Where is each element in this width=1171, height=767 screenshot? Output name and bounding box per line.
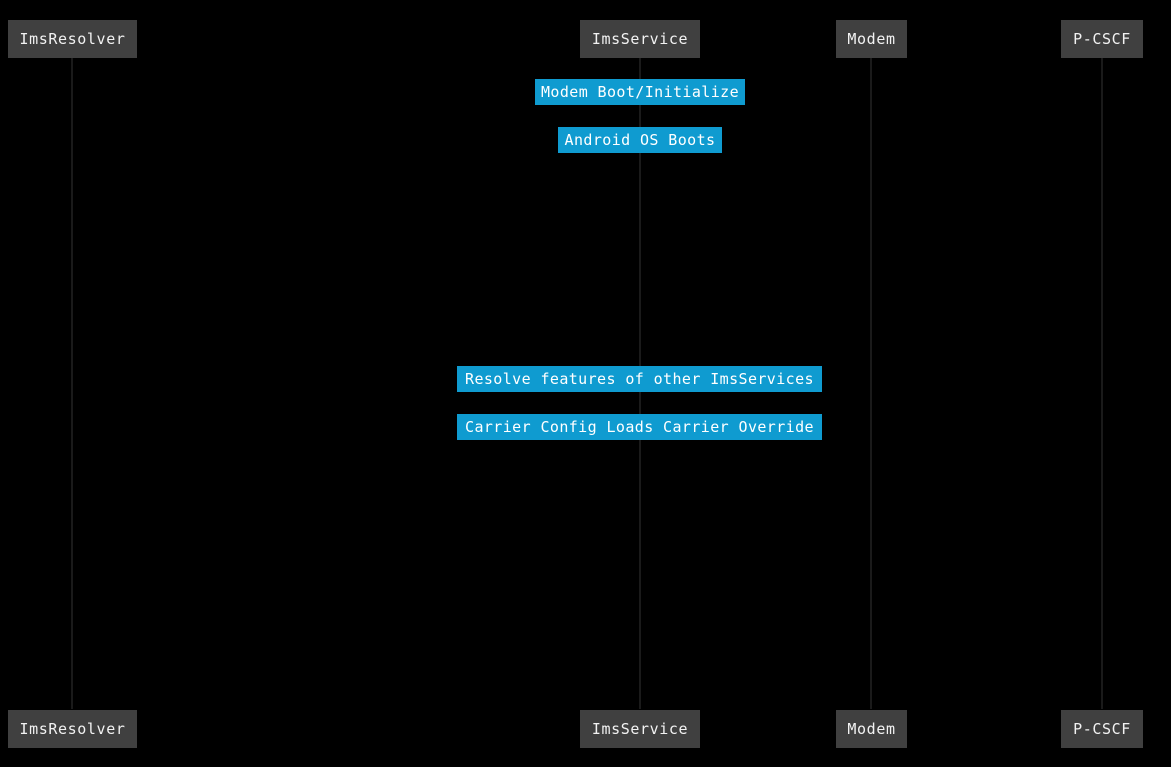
participant-header-p-cscf[interactable]: P-CSCF [1061,20,1143,58]
participant-footer-ims-resolver[interactable]: ImsResolver [8,710,137,748]
participant-footer-ims-service[interactable]: ImsService [580,710,700,748]
participant-footer-modem[interactable]: Modem [836,710,907,748]
participant-header-modem[interactable]: Modem [836,20,907,58]
note-carrier-config-loads-carrier-override[interactable]: Carrier Config Loads Carrier Override [457,414,822,440]
participant-header-ims-service[interactable]: ImsService [580,20,700,58]
note-android-os-boots[interactable]: Android OS Boots [558,127,722,153]
participant-header-ims-resolver[interactable]: ImsResolver [8,20,137,58]
participant-footer-p-cscf[interactable]: P-CSCF [1061,710,1143,748]
note-resolve-features-of-other-imsservices[interactable]: Resolve features of other ImsServices [457,366,822,392]
lifeline-p-cscf [1101,58,1103,709]
lifeline-modem [870,58,872,709]
note-modem-boot-initialize[interactable]: Modem Boot/Initialize [535,79,745,105]
lifeline-ims-resolver [71,58,73,709]
